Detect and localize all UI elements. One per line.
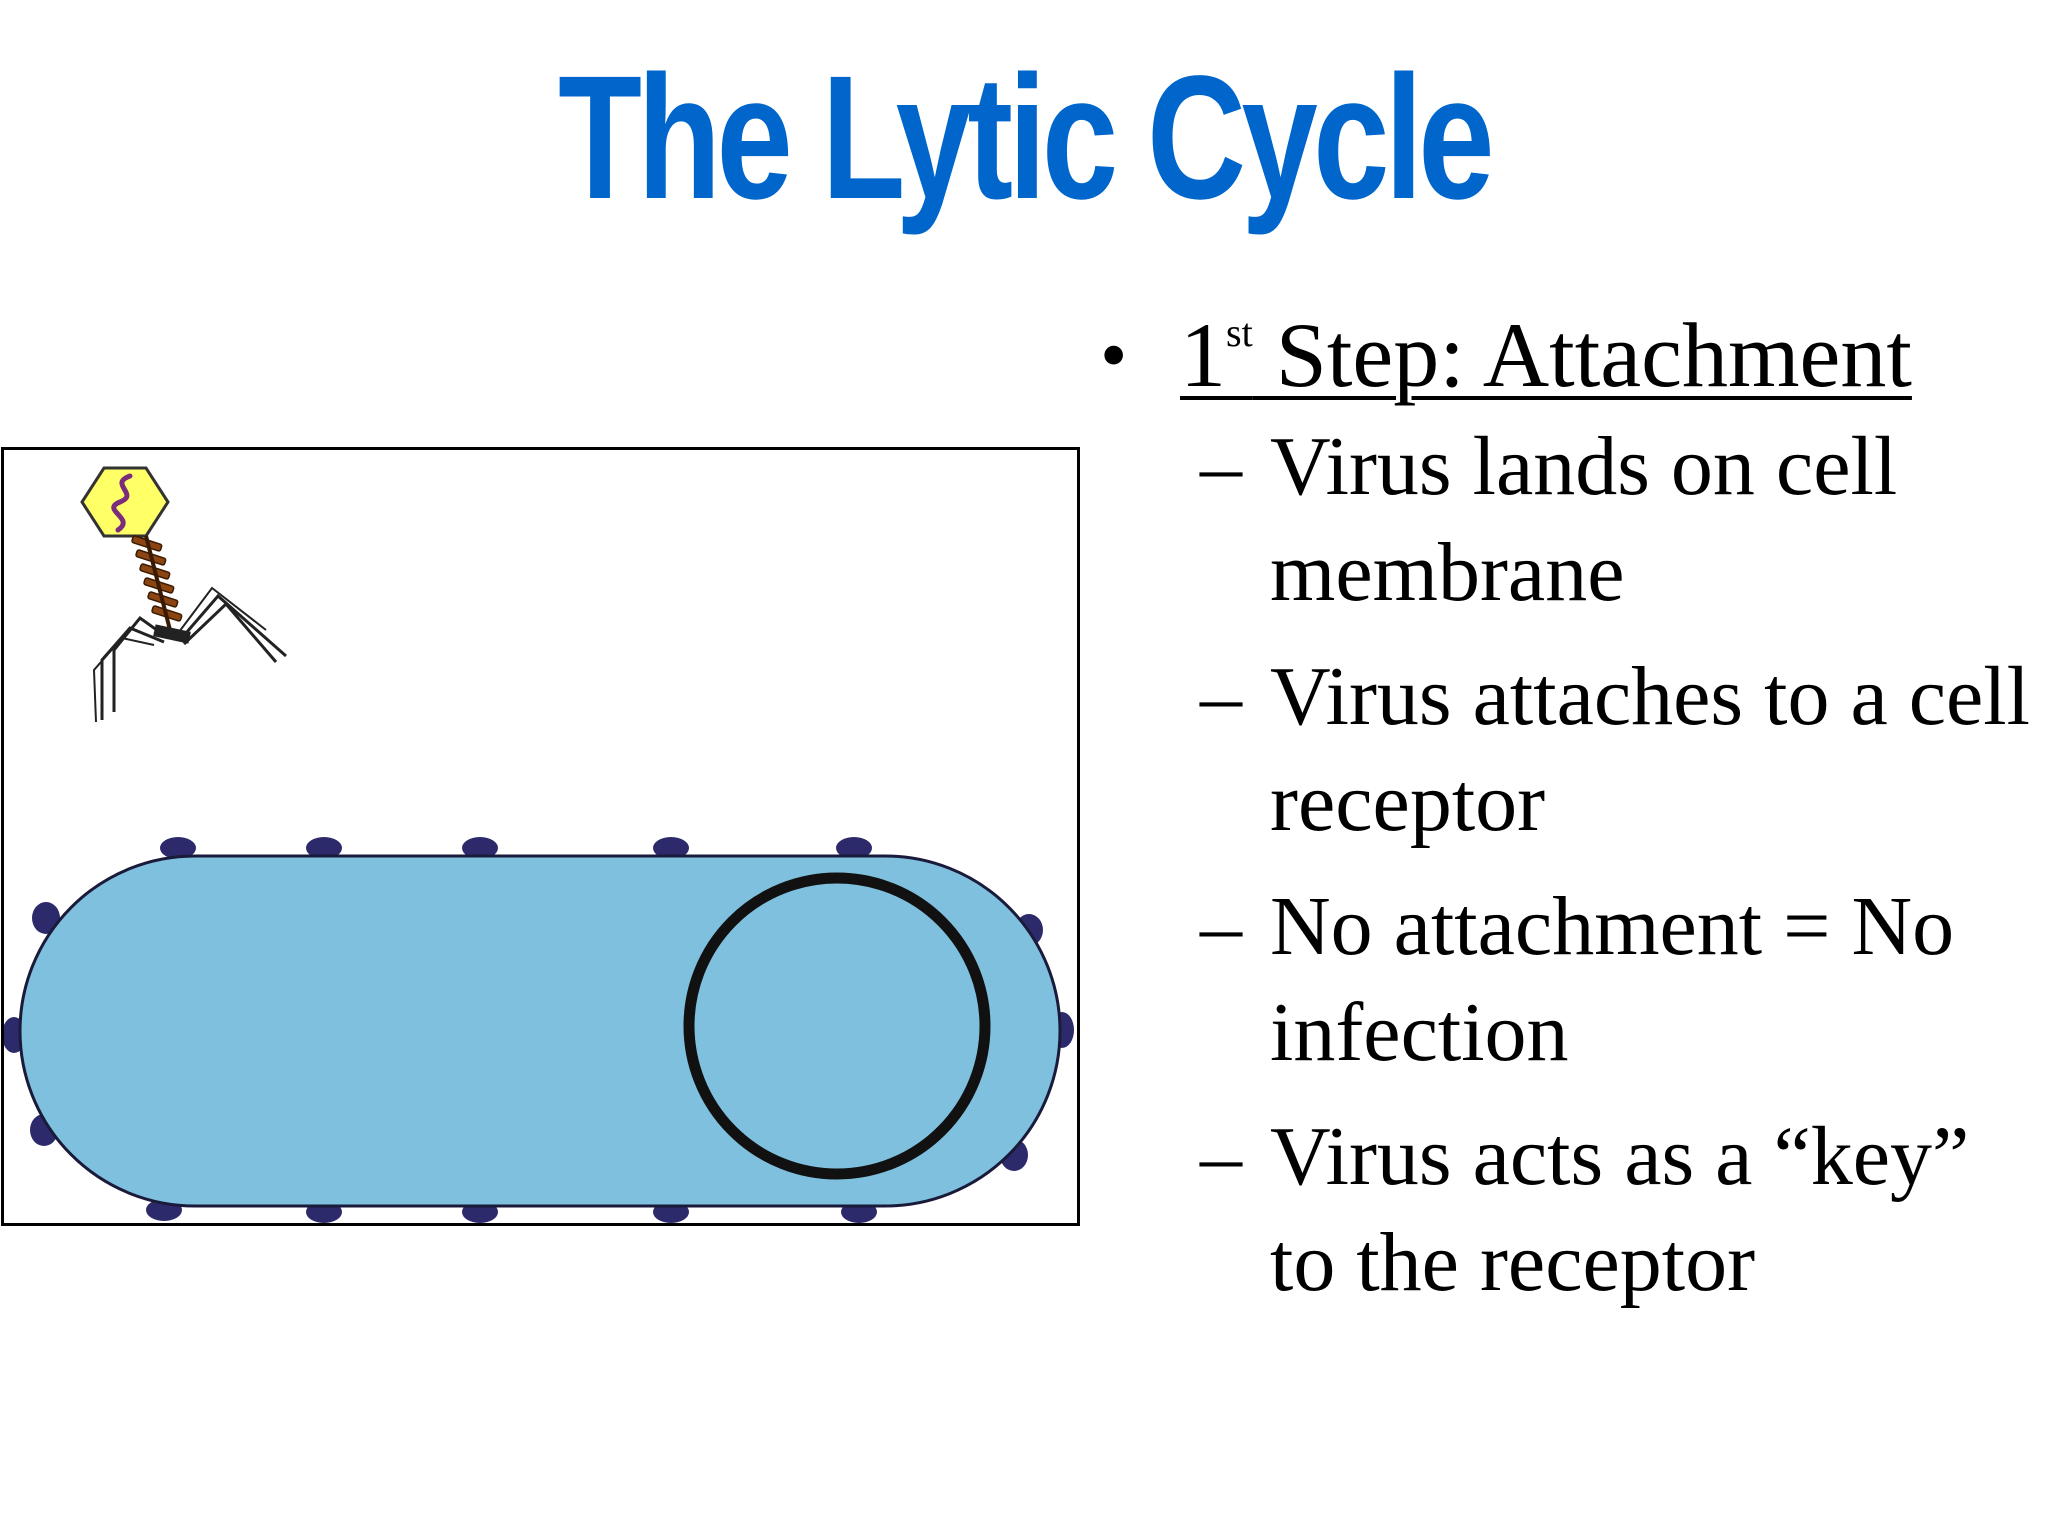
- sub-bullet-list: – Virus lands on cell membrane – Virus a…: [1090, 414, 2040, 1316]
- step-number: 1: [1180, 304, 1226, 406]
- attachment-illustration: [4, 466, 1074, 1223]
- ordinal-suffix: st: [1226, 310, 1253, 355]
- bacterial-cell: [18, 854, 1062, 1208]
- bullet-dot: •: [1100, 311, 1128, 398]
- dash-marker: –: [1200, 1110, 1242, 1203]
- bacteriophage-icon: [80, 466, 287, 723]
- nucleoid-ring: [683, 872, 991, 1180]
- sub-bullet-text: Virus attaches to a cell receptor: [1270, 650, 2030, 849]
- step-title: Step: Attachment: [1252, 304, 1912, 406]
- slide-title: The Lytic Cycle: [558, 40, 1494, 236]
- sub-bullet-text: No attachment = No infection: [1270, 880, 1955, 1079]
- sub-bullet: – No attachment = No infection: [1090, 874, 2040, 1086]
- sub-bullet-text: Virus acts as a “key” to the receptor: [1270, 1110, 1970, 1309]
- sub-bullet: – Virus lands on cell membrane: [1090, 414, 2040, 626]
- dash-marker: –: [1200, 650, 1242, 743]
- main-bullet: • 1st Step: Attachment: [1090, 300, 2040, 410]
- bullet-list: • 1st Step: Attachment – Virus lands on …: [1090, 300, 2040, 1334]
- dash-marker: –: [1200, 880, 1242, 973]
- attachment-diagram: [1, 447, 1080, 1226]
- sub-bullet: – Virus acts as a “key” to the receptor: [1090, 1104, 2040, 1316]
- sub-bullet-text: Virus lands on cell membrane: [1270, 420, 1898, 619]
- step-heading: 1st Step: Attachment: [1180, 304, 1912, 406]
- dash-marker: –: [1200, 420, 1242, 513]
- sub-bullet: – Virus attaches to a cell receptor: [1090, 644, 2040, 856]
